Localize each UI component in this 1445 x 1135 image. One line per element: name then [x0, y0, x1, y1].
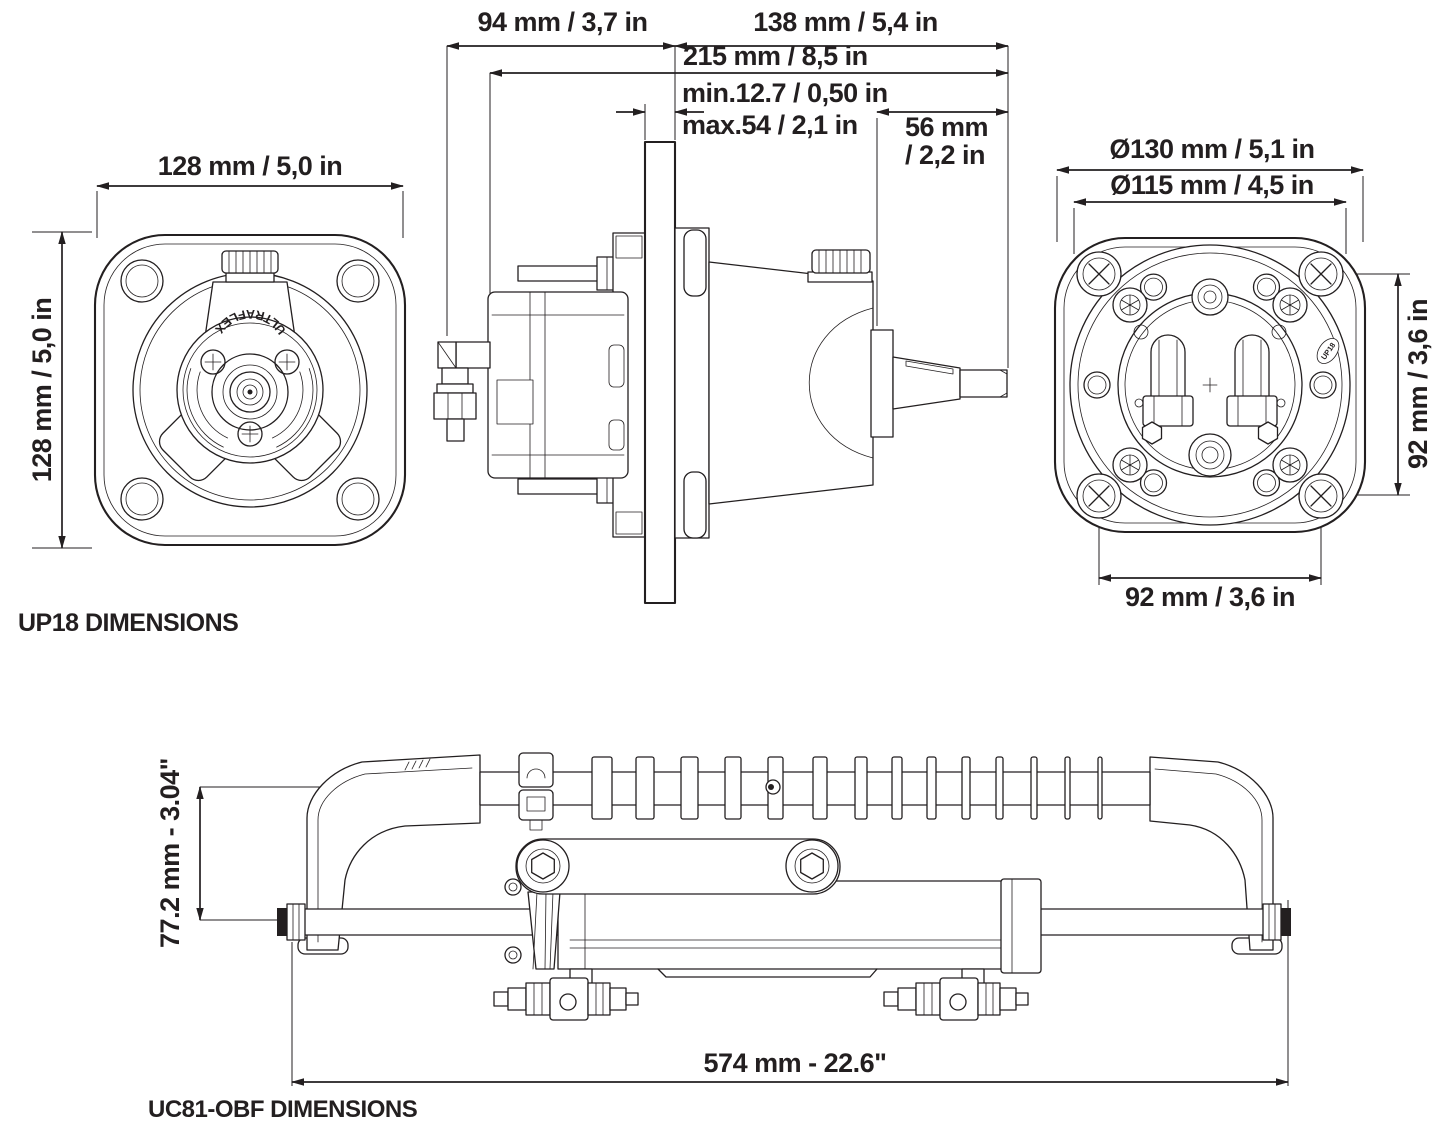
dim-bolt-circle: Ø115 mm / 4,5 in [1110, 170, 1314, 200]
torx-screws [1112, 287, 1308, 483]
dim-panel-min: min.12.7 / 0,50 in [682, 78, 888, 108]
helm-side-view-drawing [433, 42, 1009, 605]
dim-shaft-line1: 56 mm [905, 112, 989, 142]
helm-rear-view-drawing: UP18 [1053, 166, 1410, 585]
dim-cylinder-height: 77.2 mm - 3.04" [154, 758, 185, 948]
front-centre-shaft [211, 353, 289, 431]
model-badge: UP18 [1316, 338, 1340, 364]
dashboard-panel [643, 140, 677, 605]
front-bell [674, 227, 710, 539]
link-arm [515, 838, 841, 895]
right-bleed-valve [883, 968, 1029, 1021]
hydraulic-ports [1133, 324, 1287, 427]
side-filler-knob [807, 249, 873, 283]
uc81-title: UC81-OBF DIMENSIONS [148, 1096, 418, 1123]
dim-panel-max: max.54 / 2,1 in [682, 110, 858, 140]
bolt-hole-ring [1083, 273, 1337, 497]
left-support-arm [297, 754, 481, 955]
rear-corner-screws [1076, 251, 1344, 519]
front-corner-holes [120, 259, 380, 521]
finned-tiller-bar [479, 752, 1151, 831]
helm-front-view-drawing: ULTRAFLEX [32, 182, 407, 549]
right-support-arm [1149, 756, 1283, 955]
dim-front-height: 128 mm / 5,0 in [26, 297, 57, 483]
dim-bolt-spacing-vertical: 92 mm / 3,6 in [1402, 298, 1433, 470]
dim-front-of-dash: 138 mm / 5,4 in [753, 7, 938, 37]
pump-cone-body [708, 261, 874, 505]
dim-cylinder-length: 574 mm - 22.6" [703, 1048, 887, 1078]
cylinder-view-drawing [196, 752, 1291, 1086]
spinner-arc-slots [186, 368, 314, 448]
dim-shaft-line2: / 2,2 in [905, 140, 986, 170]
dim-bolt-spacing-horizontal: 92 mm / 3,6 in [1124, 582, 1296, 612]
steering-shaft [870, 329, 1008, 438]
left-bleed-valve [493, 968, 639, 1021]
up18-title: UP18 DIMENSIONS [18, 609, 239, 637]
rear-housing [487, 291, 629, 479]
rod-end-nuts [277, 903, 1291, 941]
hose-elbow-fitting [433, 341, 491, 442]
dim-front-width: 128 mm / 5,0 in [157, 151, 343, 181]
filler-cap [221, 250, 279, 283]
dim-outer-diameter: Ø130 mm / 5,1 in [1109, 134, 1315, 164]
dim-total-depth: 215 mm / 8,5 in [683, 41, 868, 71]
dim-behind-dash: 94 mm / 3,7 in [477, 7, 648, 37]
phillips-screws [200, 349, 300, 447]
cylinder-body [557, 878, 1042, 978]
